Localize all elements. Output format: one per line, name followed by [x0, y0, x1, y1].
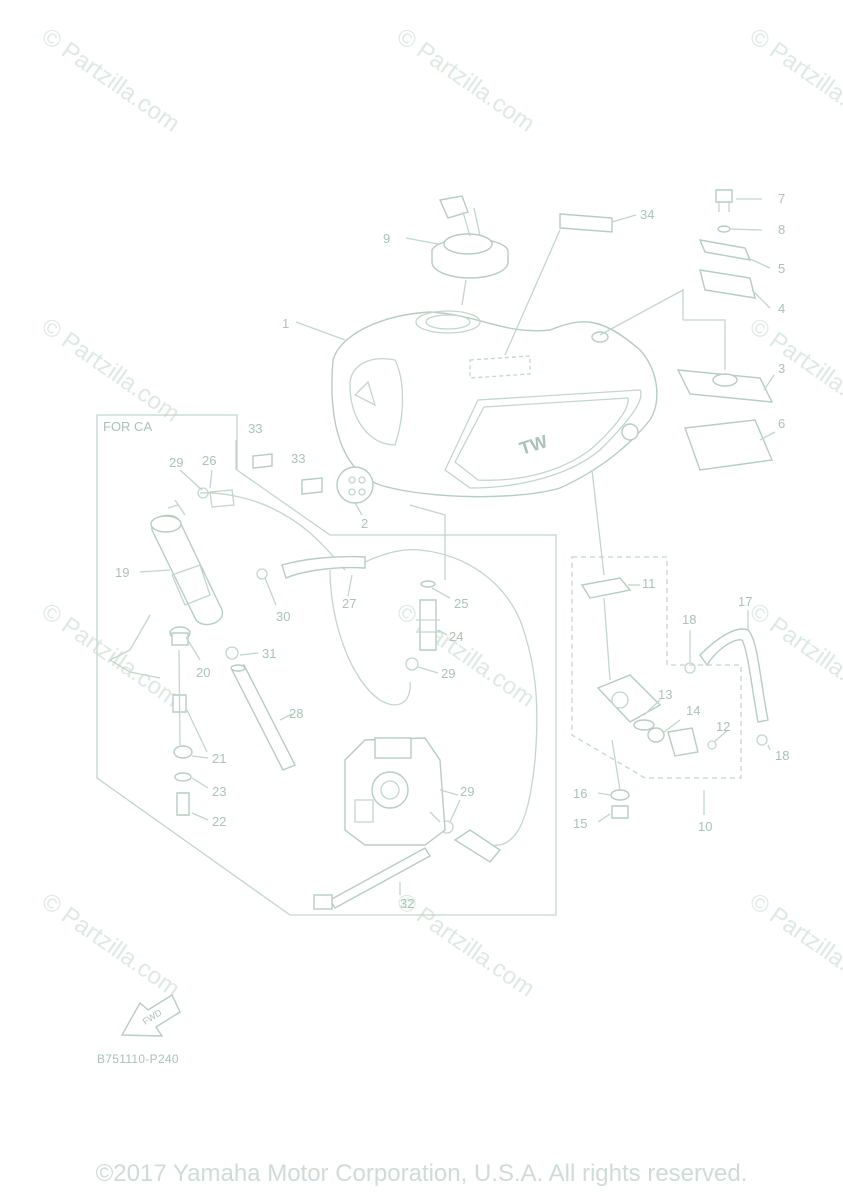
washer	[174, 772, 192, 782]
hose-17	[699, 628, 769, 723]
callout-numbers: 1 2 3 4 5 6 7 8 9 10 11 12 13 14 15 16 1…	[115, 191, 789, 911]
callout-28: 28	[289, 706, 303, 721]
petcock-group-outline	[571, 556, 742, 779]
tank-mount-parts	[676, 189, 774, 471]
watermark: © Partzilla.com	[37, 23, 185, 138]
callout-9: 9	[383, 231, 390, 246]
callout-16: 16	[573, 786, 587, 801]
canister-bracket	[108, 614, 161, 679]
watermark: © Partzilla.com	[392, 23, 540, 138]
small-hose-26	[209, 489, 235, 508]
cable-32	[329, 847, 431, 909]
callout-13: 13	[658, 687, 672, 702]
callout-30: 30	[276, 609, 290, 624]
warning-label-sticker	[559, 213, 613, 233]
callout-32: 32	[400, 896, 414, 911]
callout-19: 19	[115, 565, 129, 580]
callout-6: 6	[778, 416, 785, 431]
clip	[405, 657, 419, 671]
charcoal-canister	[150, 499, 224, 626]
hose-26	[199, 492, 346, 571]
callout-17: 17	[738, 594, 752, 609]
sticker	[301, 477, 323, 495]
callout-14: 14	[686, 703, 700, 718]
watermark: © Partzilla.com	[745, 888, 843, 1003]
leader-lines	[139, 198, 776, 895]
watermark: © Partzilla.com	[745, 23, 843, 138]
carburetor	[344, 737, 459, 846]
fuel-cap	[431, 195, 509, 279]
callout-29a: 29	[169, 455, 183, 470]
watermark-layer: © Partzilla.com © Partzilla.com © Partzi…	[37, 23, 843, 1003]
watermark: © Partzilla.com	[37, 888, 185, 1003]
callout-22: 22	[212, 814, 226, 829]
sticker	[252, 453, 273, 469]
for-ca-label: FOR CA	[103, 419, 152, 434]
callout-33a: 33	[248, 421, 262, 436]
drawing-code: B751110-P240	[97, 1052, 179, 1066]
joint-fitting	[419, 599, 437, 651]
hose-27	[281, 555, 366, 579]
callout-26: 26	[202, 453, 216, 468]
callout-3: 3	[778, 361, 785, 376]
clip	[684, 662, 696, 674]
clip	[756, 734, 768, 746]
watermark: © Partzilla.com	[745, 313, 843, 428]
leader	[178, 649, 181, 746]
callout-23: 23	[212, 784, 226, 799]
copyright-notice: ©2017 Yamaha Motor Corporation, U.S.A. A…	[95, 1160, 748, 1187]
callout-15: 15	[573, 816, 587, 831]
callout-7: 7	[778, 191, 785, 206]
clip	[256, 568, 268, 580]
fuel-tank: TW	[331, 310, 658, 498]
fuel-petcock	[580, 577, 717, 819]
callout-1: 1	[282, 316, 289, 331]
callout-25: 25	[454, 596, 468, 611]
callout-31: 31	[262, 646, 276, 661]
nut	[173, 745, 193, 759]
grommet-body	[171, 632, 189, 646]
clip	[225, 646, 239, 660]
callout-12: 12	[716, 719, 730, 734]
callout-11: 11	[642, 576, 656, 591]
o-ring	[420, 580, 436, 588]
callout-33b: 33	[291, 451, 305, 466]
callout-5: 5	[778, 261, 785, 276]
hose-27-loop	[364, 549, 538, 846]
damper	[336, 466, 374, 504]
hose-drain-end	[453, 829, 502, 863]
callout-29c: 29	[460, 784, 474, 799]
callout-18: 18	[682, 612, 696, 627]
fwd-arrow: FWD	[120, 993, 181, 1037]
callout-8: 8	[778, 222, 785, 237]
cable-connector	[313, 894, 333, 910]
for-ca-boundary	[96, 414, 557, 916]
callout-10: 10	[698, 819, 712, 834]
callout-24: 24	[449, 629, 463, 644]
bolt	[176, 792, 190, 816]
callout-18b: 18	[775, 748, 789, 763]
callout-29b: 29	[441, 666, 455, 681]
hose-drain	[329, 569, 411, 706]
callout-21: 21	[212, 751, 226, 766]
clip	[197, 487, 209, 499]
callout-34: 34	[640, 207, 654, 222]
watermark: © Partzilla.com	[37, 313, 185, 428]
callout-27: 27	[342, 596, 356, 611]
watermark: © Partzilla.com	[37, 598, 185, 713]
callout-4: 4	[778, 301, 785, 316]
callout-2: 2	[361, 516, 368, 531]
callout-20: 20	[196, 665, 210, 680]
